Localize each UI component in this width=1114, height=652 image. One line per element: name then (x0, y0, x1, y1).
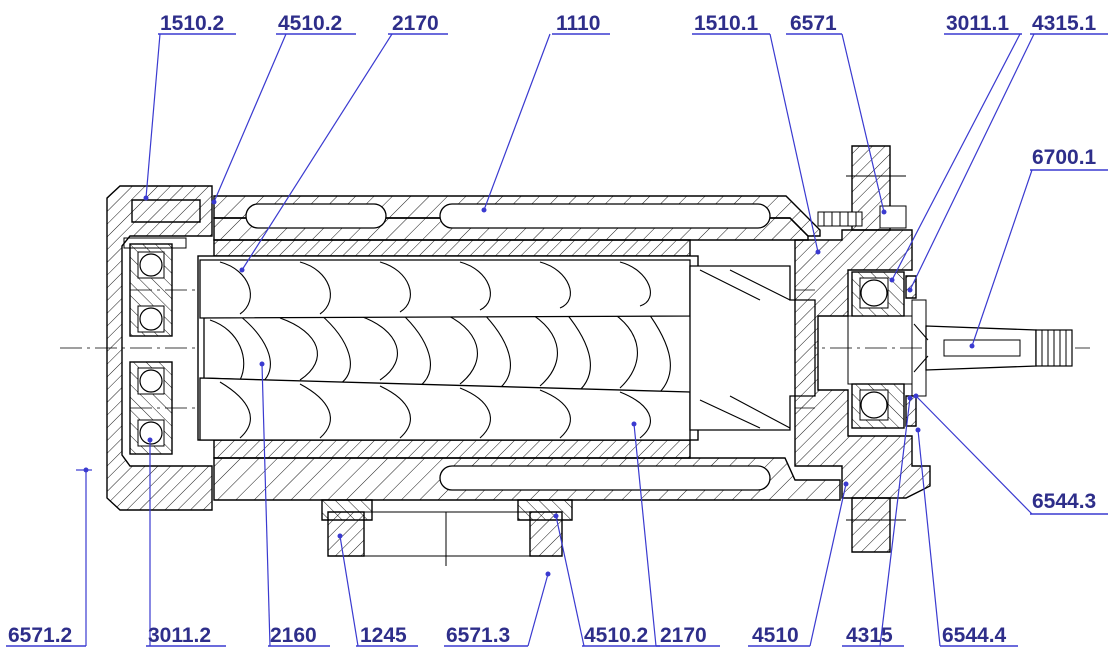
liner-upper (213, 239, 691, 257)
shaft-thread (1041, 330, 1067, 366)
taper-line-2 (913, 355, 929, 373)
inlet-flange-neck (321, 499, 573, 521)
label-2160: 2160 (270, 624, 317, 647)
label-6700-1: 6700.1 (1032, 146, 1097, 169)
label-3011-1: 3011.1 (946, 12, 1009, 35)
left-end-cover (106, 185, 213, 511)
label-2170-top: 2170 (392, 12, 439, 35)
label-1510-1: 1510.1 (694, 12, 759, 35)
taper-line (913, 323, 929, 341)
label-1245: 1245 (360, 624, 407, 647)
label-1510-2: 1510.2 (160, 12, 224, 35)
idler-screw-upper (199, 259, 691, 319)
upper-flow-channel (439, 203, 771, 229)
label-4315-1: 4315.1 (1032, 12, 1097, 35)
label-6571-2: 6571.2 (8, 624, 72, 647)
lower-flow-channel (439, 465, 771, 491)
part-labels: 1510.2 4510.2 2170 1110 1510.1 6571 3011… (6, 12, 1108, 647)
label-4315: 4315 (846, 624, 893, 647)
label-4510: 4510 (752, 624, 799, 647)
label-3011-2: 3011.2 (148, 624, 211, 647)
inlet-flange-body (363, 511, 531, 557)
leader-lines (76, 33, 1035, 647)
pump-drawing (60, 145, 1090, 566)
right-bearing-lower (851, 383, 905, 429)
label-6544-4: 6544.4 (942, 624, 1007, 647)
label-6571-3: 6571.3 (446, 624, 510, 647)
label-1110: 1110 (556, 12, 600, 35)
right-end-cover (794, 229, 931, 499)
upper-flow-channel-left (245, 203, 387, 229)
shaft-key (943, 339, 1021, 357)
label-6571: 6571 (790, 12, 837, 35)
liner-lower (213, 439, 691, 459)
right-bearing-upper (851, 271, 905, 317)
left-bearing-upper (129, 243, 173, 337)
right-flange-bottom (851, 497, 891, 553)
shaft-flights (699, 269, 791, 429)
label-2170-bottom: 2170 (660, 624, 707, 647)
label-4510-2-top: 4510.2 (278, 12, 342, 35)
label-6544-3: 6544.3 (1032, 490, 1096, 513)
bearing-spacer (847, 315, 913, 385)
idler-screw-lower (199, 377, 691, 441)
seal-4315 (905, 275, 917, 427)
label-4510-2-bottom: 4510.2 (584, 624, 648, 647)
bolt-6571 (817, 205, 907, 229)
